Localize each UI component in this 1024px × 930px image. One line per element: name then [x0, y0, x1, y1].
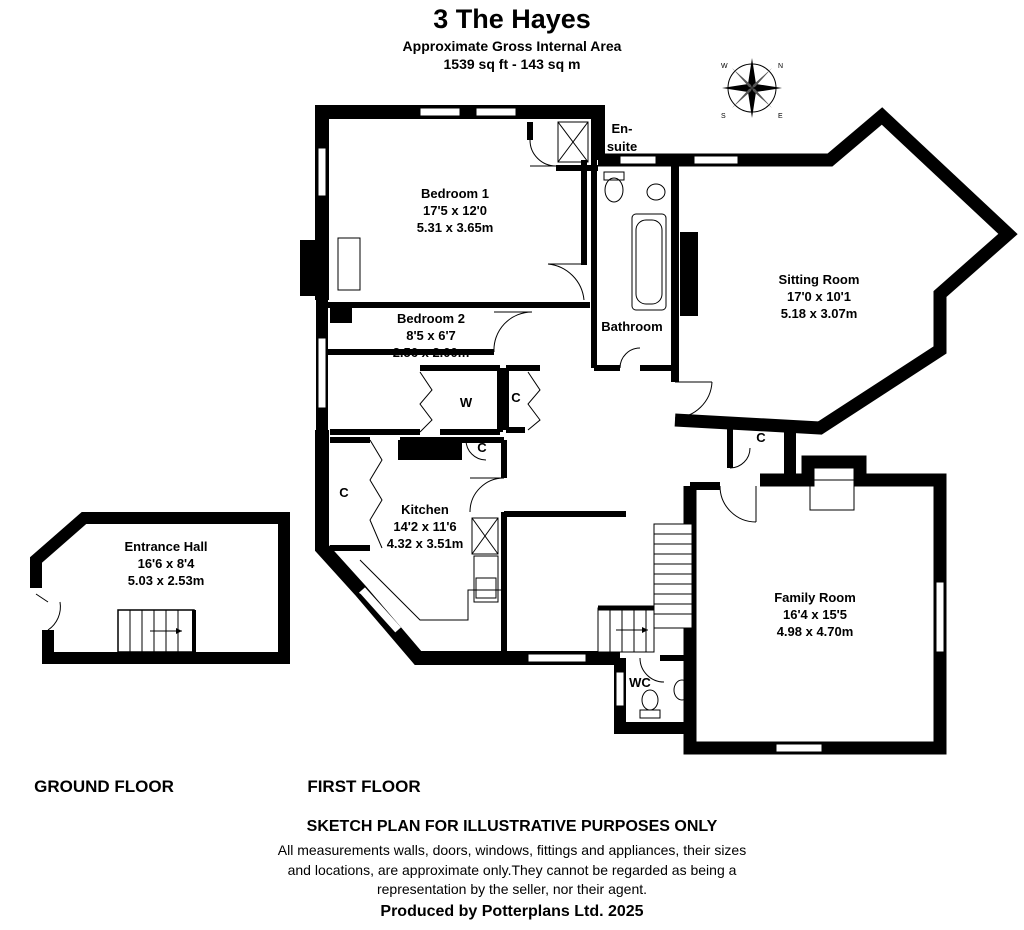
entrance-hall-name: Entrance Hall — [124, 539, 207, 554]
producer-credit: Produced by Potterplans Ltd. 2025 — [380, 903, 644, 920]
compass-n-label: N — [778, 63, 783, 70]
cupboard-label-bedroom: C — [511, 390, 521, 405]
bedroom1-metric: 5.31 x 3.65m — [417, 220, 494, 235]
bedroom1-imperial: 17'5 x 12'0 — [423, 203, 487, 218]
entrance-hall-imperial: 16'6 x 8'4 — [138, 556, 196, 571]
entrance-hall-metric: 5.03 x 2.53m — [128, 573, 205, 588]
wc-name: WC — [629, 675, 651, 690]
bathroom-name: Bathroom — [601, 319, 662, 334]
kitchen-metric: 4.32 x 3.51m — [387, 536, 464, 551]
compass-w-label: W — [721, 63, 728, 70]
ground-floor-plan — [30, 512, 290, 664]
bedroom2-name: Bedroom 2 — [397, 311, 465, 326]
first-floor-label: FIRST FLOOR — [307, 777, 420, 796]
ground-floor-label: GROUND FLOOR — [34, 777, 174, 796]
first-floor-plan — [300, 105, 1018, 755]
disclaimer-line: and locations, are approximate only.They… — [287, 862, 737, 878]
kitchen-imperial: 14'2 x 11'6 — [393, 519, 456, 534]
sitting-room-metric: 5.18 x 3.07m — [781, 306, 858, 321]
disclaimer-heading: SKETCH PLAN FOR ILLUSTRATIVE PURPOSES ON… — [306, 818, 718, 835]
bedroom2-metric: 2.56 x 2.00m — [393, 345, 470, 360]
compass-s-label: S — [721, 113, 726, 120]
area-value: 1539 sq ft - 143 sq m — [443, 56, 581, 72]
compass-e-label: E — [778, 113, 783, 120]
cupboard-label-hall: C — [756, 430, 766, 445]
ensuite-label-line2: suite — [607, 139, 637, 154]
wardrobe-label: W — [460, 395, 473, 410]
disclaimer-line: All measurements walls, doors, windows, … — [277, 842, 747, 858]
family-room-metric: 4.98 x 4.70m — [777, 624, 854, 639]
bedroom2-imperial: 8'5 x 6'7 — [406, 328, 456, 343]
cupboard-label-kitchen-side: C — [339, 485, 349, 500]
family-room-name: Family Room — [774, 590, 856, 605]
kitchen-name: Kitchen — [401, 502, 449, 517]
area-caption: Approximate Gross Internal Area — [402, 38, 622, 54]
sitting-room-name: Sitting Room — [779, 272, 860, 287]
plan-title: 3 The Hayes — [433, 4, 591, 34]
disclaimer-line: representation by the seller, nor their … — [376, 881, 648, 897]
cupboard-label-kitchen-top: C — [477, 440, 487, 455]
compass-icon: N E S W — [721, 58, 783, 120]
ensuite-label-line1: En- — [612, 121, 633, 136]
family-room-imperial: 16'4 x 15'5 — [783, 607, 847, 622]
sitting-room-imperial: 17'0 x 10'1 — [787, 289, 851, 304]
bedroom1-name: Bedroom 1 — [421, 186, 489, 201]
room-labels: Entrance Hall 16'6 x 8'4 5.03 x 2.53m Be… — [124, 121, 859, 690]
